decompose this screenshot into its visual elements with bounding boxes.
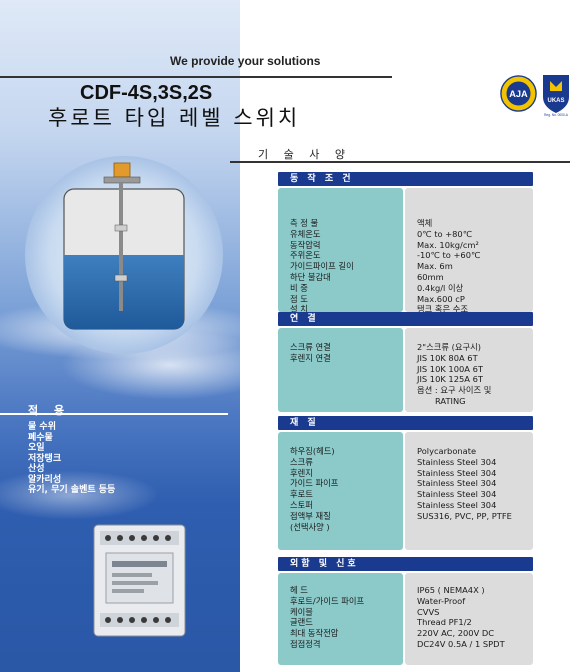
spec-value: 0.4kg/l 이상 <box>417 282 464 293</box>
applications-list: 물 수위 폐수물 오일 저장탱크 산성 알카리성 유기, 무기 솔벤트 등등 <box>28 422 115 496</box>
spec-value: 220V AC, 200V DC <box>417 628 495 639</box>
spec-label: 최대 동작전압 <box>290 628 339 639</box>
spec-label: 후로트/가이드 파이프 <box>290 595 365 606</box>
list-item: 저장탱크 <box>28 453 62 464</box>
spec-label: 유체온도 <box>290 228 321 239</box>
spec-value: Water-Proof <box>417 595 466 606</box>
section-labels: 헤 드 후로트/가이드 파이프 케이블 글랜드 최대 동작전압 접점정격 <box>278 573 403 665</box>
specs-divider <box>230 161 570 163</box>
mounting-flange <box>103 176 141 184</box>
spec-label: 접액부 재질 <box>290 510 331 521</box>
spec-value: IP65 ( NEMA4X ) <box>417 585 485 595</box>
spec-value: SUS316, PVC, PP, PTFE <box>417 510 512 521</box>
section-title: 연 결 <box>278 312 533 326</box>
spec-value: 0℃ to +80℃ <box>417 228 473 239</box>
spec-value: Stainless Steel 304 <box>417 478 497 489</box>
ukas-reg-text: Reg. No. 0000-A <box>544 113 569 117</box>
spec-value: 옵션 : 요구 사이즈 및 <box>417 385 492 396</box>
spec-label: 후렌지 <box>290 467 313 478</box>
spec-value: 탱크 혹은 수조 <box>417 304 469 315</box>
list-item: 물 수위 <box>28 422 56 432</box>
spec-label: 가이드파이프 길이 <box>290 261 354 272</box>
list-item: 알카리성 <box>28 474 62 485</box>
spec-value: JIS 10K 125A 6T <box>417 374 483 385</box>
ukas-certification-logo: UKAS Reg. No. 0000-A <box>543 75 569 117</box>
section-labels: 측 정 물 유체온도 동작압력 주위온도 가이드파이프 길이 하단 불감대 비 … <box>278 188 403 315</box>
header-divider <box>0 76 392 78</box>
spec-value: JIS 10K 80A 6T <box>417 352 478 363</box>
float-upper <box>114 224 128 232</box>
spec-label: 하우징(헤드) <box>290 446 335 456</box>
spec-label: 동작압력 <box>290 239 321 250</box>
spec-value: DC24V 0.5A / 1 SPDT <box>417 638 505 649</box>
model-number: CDF-4S,3S,2S <box>80 82 213 104</box>
applications-heading: 적 용 <box>28 404 71 417</box>
spec-label: 주위온도 <box>290 250 321 261</box>
spec-label: 비 중 <box>290 282 308 293</box>
tank-illustration <box>25 156 223 354</box>
spec-label: 스크류 연결 <box>290 342 331 352</box>
tank-liquid <box>64 255 184 329</box>
section-enclosure-signal: 외함 및 신호 헤 드 후로트/가이드 파이프 케이블 글랜드 최대 동작전압 … <box>278 557 533 665</box>
spec-value: Polycarbonate <box>417 446 477 456</box>
section-labels: 하우징(헤드) 스크류 후렌지 가이드 파이프 후로트 스토퍼 접액부 재질 (… <box>278 432 403 550</box>
spec-label: 측 정 물 <box>290 218 319 228</box>
cloud-decoration <box>0 470 160 520</box>
spec-value: Stainless Steel 304 <box>417 467 497 478</box>
specs-heading: 기 술 사 양 <box>258 148 351 161</box>
applications-divider <box>0 413 228 415</box>
spec-value: Stainless Steel 304 <box>417 489 497 500</box>
spec-label: 헤 드 <box>290 585 308 595</box>
section-labels: 스크류 연결 후렌지 연결 <box>278 328 403 412</box>
list-item: 폐수물 <box>28 432 53 443</box>
switch-head <box>113 162 131 178</box>
spec-value: Max. 6m <box>417 261 453 272</box>
spec-label: 후로트 <box>290 489 313 500</box>
section-values: Polycarbonate Stainless Steel 304 Stainl… <box>405 432 533 550</box>
spec-value: Stainless Steel 304 <box>417 456 497 467</box>
spec-value: 60mm <box>417 271 444 282</box>
product-title: 후로트 타입 레벨 스위치 <box>48 106 301 130</box>
list-item: 유기, 무기 솔벤트 등등 <box>28 485 116 495</box>
spec-label: 하단 불감대 <box>290 271 331 282</box>
spec-label: 가이드 파이프 <box>290 478 339 489</box>
spec-label: 케이블 <box>290 606 313 617</box>
spec-label: 접점정격 <box>290 638 321 649</box>
spec-label: 설 치 <box>290 304 308 315</box>
section-title: 재 질 <box>278 416 533 430</box>
spec-value: Max. 10kg/cm² <box>417 239 479 250</box>
spec-label: 후렌지 연결 <box>290 352 331 363</box>
spec-value: JIS 10K 100A 6T <box>417 363 483 374</box>
section-title: 외함 및 신호 <box>278 557 533 571</box>
spec-label: 스토퍼 <box>290 499 313 510</box>
section-operating-conditions: 동 작 조 건 측 정 물 유체온도 동작압력 주위온도 가이드파이프 길이 하… <box>278 172 533 315</box>
spec-value: Stainless Steel 304 <box>417 499 497 510</box>
section-connection: 연 결 스크류 연결 후렌지 연결 2"스크류 (요구시) JIS 10K 80… <box>278 312 533 412</box>
section-values: IP65 ( NEMA4X ) Water-Proof CVVS Thread … <box>405 573 533 665</box>
float-lower <box>114 274 128 282</box>
section-title: 동 작 조 건 <box>278 172 533 186</box>
spec-label: 글랜드 <box>290 617 313 628</box>
controller-device-image <box>93 524 186 637</box>
spec-value: 2"스크류 (요구시) <box>417 342 482 352</box>
guide-pipe <box>119 183 123 311</box>
spec-label: (선택사양 ) <box>290 521 330 532</box>
section-values: 액체 0℃ to +80℃ Max. 10kg/cm² -10℃ to +60℃… <box>405 188 533 315</box>
section-material: 재 질 하우징(헤드) 스크류 후렌지 가이드 파이프 후로트 스토퍼 접액부 … <box>278 416 533 550</box>
list-item: 오일 <box>28 443 45 453</box>
spec-value: Max.600 cP <box>417 293 465 304</box>
ukas-logo-text: UKAS <box>547 98 564 104</box>
aja-logo-text: AJA <box>509 89 528 99</box>
spec-value: Thread PF1/2 <box>417 617 472 628</box>
spec-value: CVVS <box>417 606 440 617</box>
spec-label: 점 도 <box>290 293 308 304</box>
spec-value: 액체 <box>417 218 433 228</box>
spec-value: -10℃ to +60℃ <box>417 250 481 261</box>
aja-certification-logo: AJA <box>500 75 537 112</box>
spec-label: 스크류 <box>290 456 313 467</box>
section-values: 2"스크류 (요구시) JIS 10K 80A 6T JIS 10K 100A … <box>405 328 533 412</box>
tagline: We provide your solutions <box>170 54 321 68</box>
list-item: 산성 <box>28 464 45 474</box>
spec-value: RATING <box>435 395 466 406</box>
